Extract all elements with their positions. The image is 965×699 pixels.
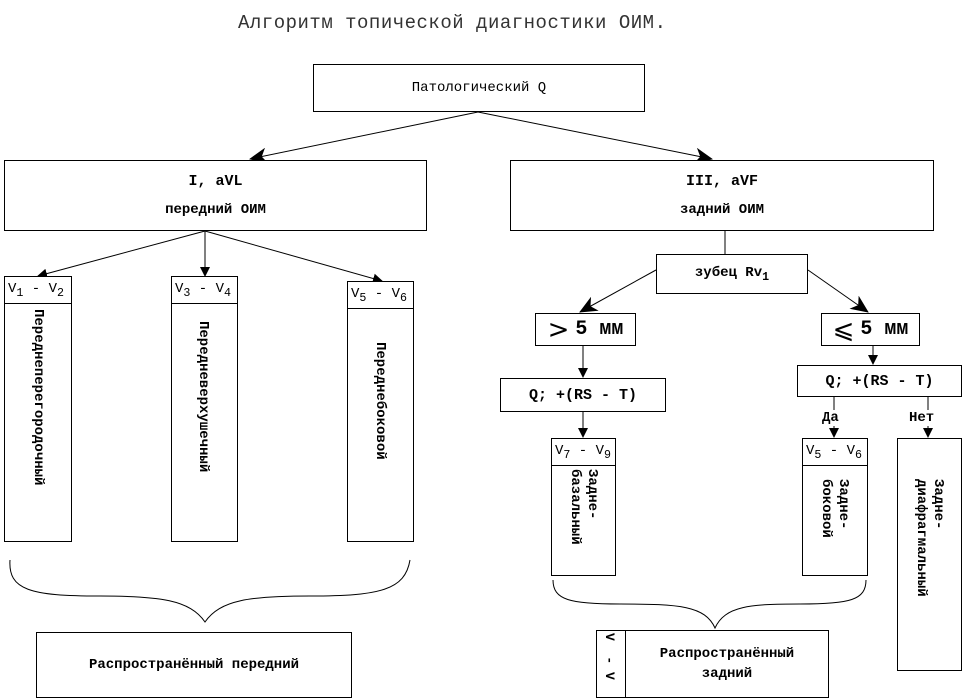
- column-posterodiaphragmatic: Задне- диафрагмальный: [897, 438, 962, 671]
- column-text: Переднеперегородочный: [30, 309, 46, 486]
- column-anteroseptal: V1 - V2 Переднеперегородочный: [4, 276, 72, 542]
- rv1-box: зубец Rv1: [656, 254, 808, 294]
- column-header: V7 - V9: [552, 439, 615, 466]
- column-posterobasal: V7 - V9 Задне- базальный: [551, 438, 616, 576]
- less-equal-symbol: ⩽: [832, 314, 855, 345]
- widespread-posterior-box: V - V Распространённый задний: [596, 630, 829, 698]
- column-text: Передневерхушечный: [195, 321, 211, 473]
- widespread-posterior-label: Распространённый задний: [659, 646, 795, 682]
- diagram-title: Алгоритм топической диагностики ОИМ.: [238, 12, 667, 34]
- posterior-box: III, aVF задний ОИМ: [510, 160, 934, 231]
- le-value: 5 мм: [860, 318, 909, 341]
- qrs-box-left: Q; +(RS - T): [500, 378, 666, 412]
- root-label: Патологический Q: [411, 80, 547, 96]
- posterior-leads-cell: V - V: [597, 631, 626, 697]
- rv1-label: зубец Rv1: [694, 264, 770, 284]
- qrs-label-left: Q; +(RS - T): [528, 386, 638, 404]
- column-anteroapical: V3 - V4 Передневерхушечный: [171, 276, 238, 542]
- anterior-box: I, aVL передний ОИМ: [4, 160, 427, 231]
- root-box: Патологический Q: [313, 64, 645, 112]
- widespread-anterior-label: Распространённый передний: [88, 657, 300, 673]
- anterior-leads: I, aVL: [188, 172, 243, 190]
- column-anterolateral: V5 - V6 Переднебоковой: [347, 281, 414, 542]
- column-header: V3 - V4: [172, 277, 237, 304]
- posterior-leads-text: V - V: [602, 633, 617, 680]
- column-header: V1 - V2: [5, 277, 71, 304]
- qrs-box-right: Q; +(RS - T): [797, 365, 962, 397]
- posterior-name: задний ОИМ: [679, 201, 764, 218]
- column-text: Задне- диафрагмальный: [913, 479, 946, 597]
- column-text: Задне- базальный: [567, 469, 600, 545]
- no-label: Нет: [909, 410, 935, 426]
- le-box: ⩽ 5 мм: [821, 313, 920, 346]
- gt-value: 5 мм: [575, 318, 624, 341]
- anterior-name: передний ОИМ: [165, 201, 266, 218]
- gt-box: > 5 мм: [535, 313, 636, 346]
- yes-label: Да: [822, 410, 839, 426]
- column-header: V5 - V6: [803, 439, 867, 466]
- greater-than-symbol: >: [547, 314, 570, 345]
- widespread-anterior-box: Распространённый передний: [36, 632, 352, 698]
- column-text: Переднебоковой: [372, 342, 388, 460]
- posterior-leads: III, aVF: [685, 172, 758, 190]
- column-text: Задне- боковой: [818, 479, 851, 538]
- column-posterolateral: V5 - V6 Задне- боковой: [802, 438, 868, 576]
- qrs-label-right: Q; +(RS - T): [825, 372, 934, 390]
- column-header: V5 - V6: [348, 282, 413, 309]
